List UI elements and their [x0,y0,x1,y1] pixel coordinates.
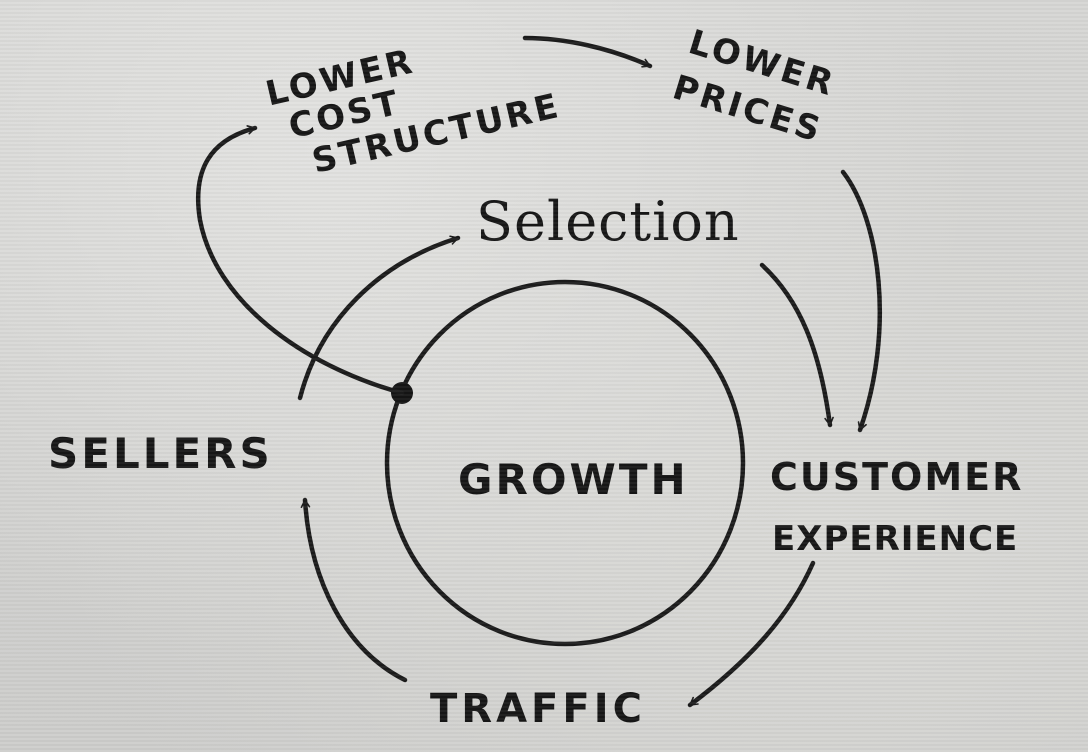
label-lower-prices: LOWER PRICES [668,22,840,151]
label-customer-experience-line-2: EXPERIENCE [772,519,1018,559]
arrow-selection-to-customer-experience [759,262,834,428]
arrow-sellers-to-selection [297,235,461,401]
arrow-traffic-to-sellers [300,497,408,683]
label-sellers: SELLERS [48,429,273,478]
arrow-lower-prices-to-customer-experience [840,169,883,433]
label-lower-cost-structure: LOWER COST STRUCTURE [262,41,564,181]
arrow-growth-to-lower-cost [195,125,405,396]
label-customer-experience-line-1: CUSTOMER [770,455,1023,499]
growth-circle [384,279,746,647]
arrow-lower-cost-to-lower-prices [522,35,653,69]
label-growth: GROWTH [458,455,689,504]
label-traffic: TRAFFIC [430,686,646,732]
label-selection: Selection [476,190,740,253]
arrow-customer-experience-to-traffic [687,560,816,708]
